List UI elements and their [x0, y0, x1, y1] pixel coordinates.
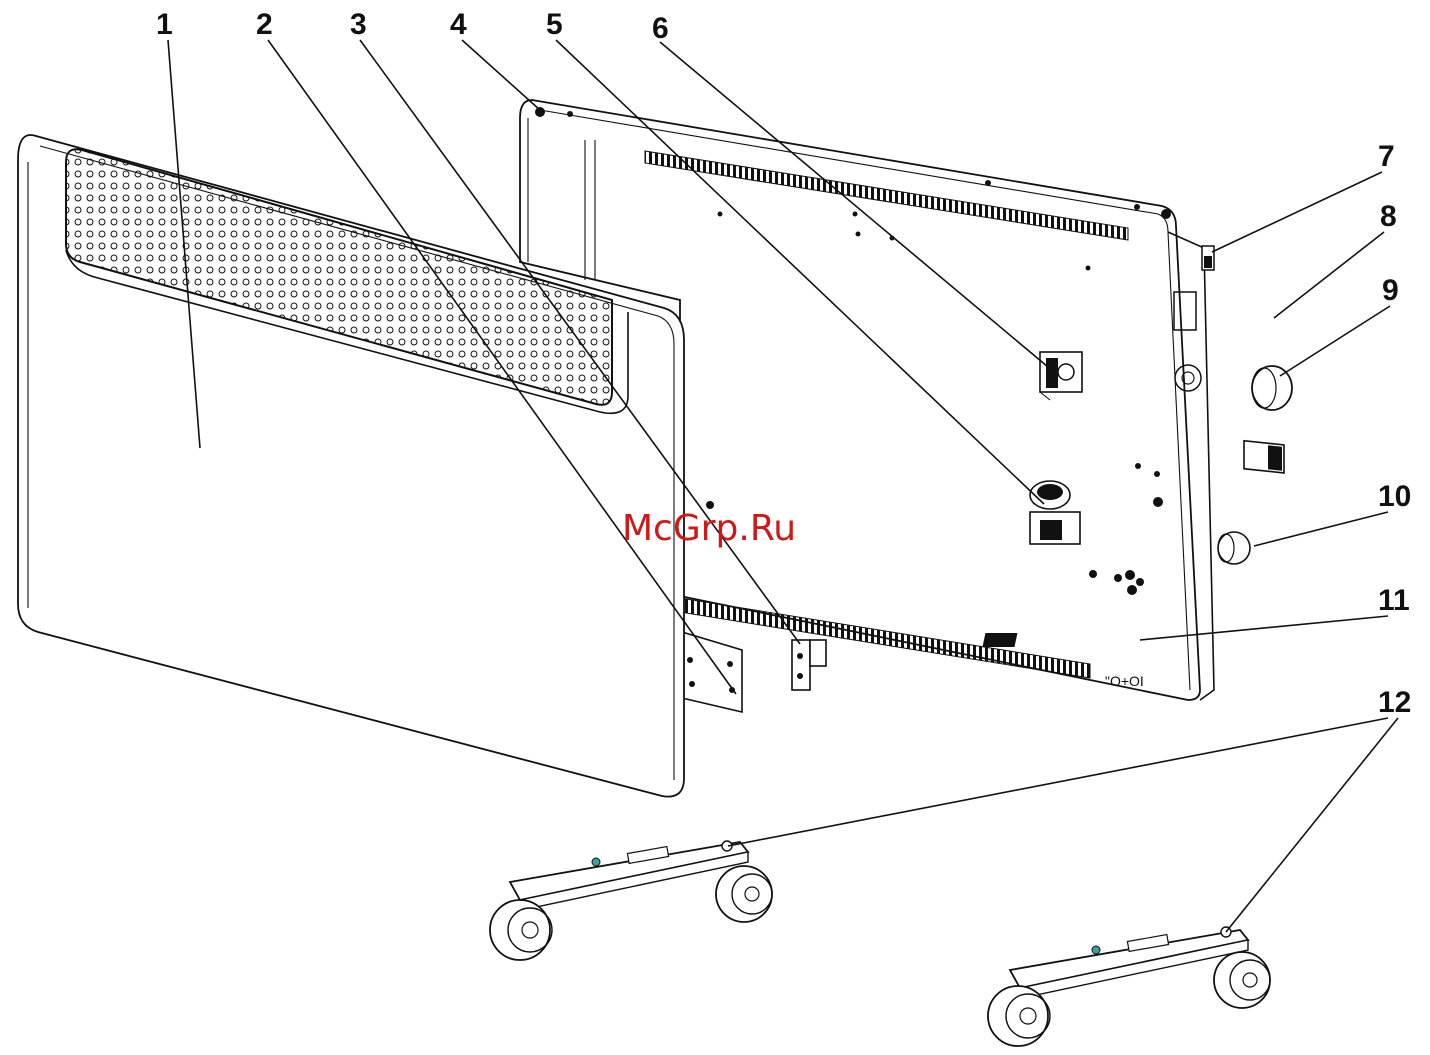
part-label-8: 8 [1380, 200, 1397, 233]
wall-plate [682, 632, 742, 712]
svg-text:"O+OI: "O+OI [1105, 673, 1144, 689]
power-switch [1244, 441, 1284, 473]
part-label-4: 4 [450, 8, 467, 41]
indicator-cap [1218, 532, 1250, 564]
mounting-bracket [792, 640, 826, 690]
part-label-2: 2 [256, 8, 273, 41]
side-clip [1202, 246, 1214, 270]
thermostat [1040, 352, 1082, 400]
part-label-1: 1 [156, 8, 173, 41]
label-plate [982, 633, 1017, 647]
castor-foot-left [490, 841, 772, 960]
part-label-3: 3 [350, 8, 367, 41]
part-label-7: 7 [1378, 140, 1395, 173]
part-label-12: 12 [1378, 686, 1411, 719]
part-label-11: 11 [1378, 584, 1410, 617]
part-label-9: 9 [1382, 274, 1399, 307]
castor-foot-right [988, 927, 1270, 1046]
part-label-5: 5 [546, 8, 563, 41]
part-label-10: 10 [1378, 480, 1411, 513]
part-label-6: 6 [652, 12, 669, 45]
watermark: McGrp.Ru [622, 508, 796, 549]
